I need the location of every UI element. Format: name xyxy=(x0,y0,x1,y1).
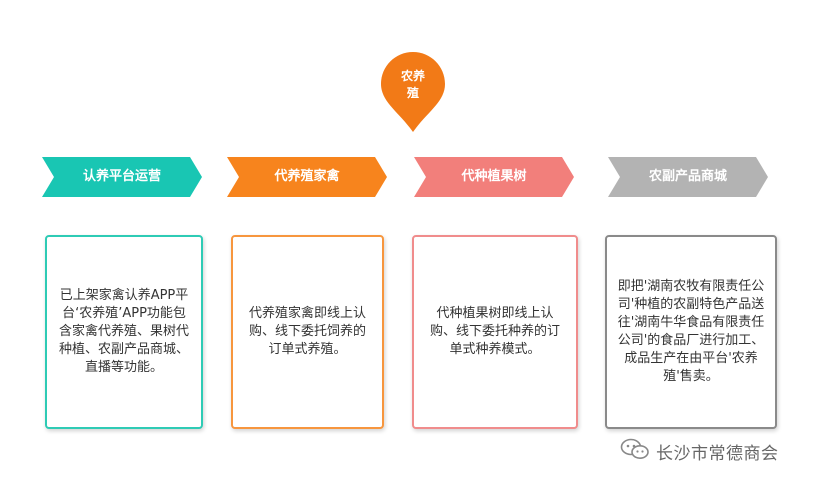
step-box-2: 代养殖家禽即线上认购、线下委托饲养的订单式养殖。 xyxy=(231,235,384,429)
pin-label: 农养 殖 xyxy=(400,69,425,100)
step-banner-2: 代养殖家禽 xyxy=(227,157,387,197)
pin-marker: 农养 殖 xyxy=(379,50,447,134)
step-box-4: 即把'湖南农牧有限责任公司'种植的农副特色产品送往'湖南牛华食品有限责任公司'的… xyxy=(605,235,777,429)
step-banner-1: 认养平台运营 xyxy=(42,157,202,197)
step-title-1: 认养平台运营 xyxy=(82,169,161,184)
watermark: 长沙市常德商会 xyxy=(620,438,779,464)
step-title-3: 代种植果树 xyxy=(461,169,527,184)
wechat-icon xyxy=(620,438,650,464)
step-box-3: 代种植果树即线上认购、线下委托种养的订单式种养模式。 xyxy=(412,235,578,429)
step-description-1: 已上架家禽认养APP平台‘农养殖’APP功能包含家禽代养殖、果树代种植、农副产品… xyxy=(58,288,189,375)
step-description-2: 代养殖家禽即线上认购、线下委托饲养的订单式养殖。 xyxy=(248,306,366,357)
step-title-2: 代养殖家禽 xyxy=(274,169,340,184)
step-description-3: 代种植果树即线上认购、线下委托种养的订单式种养模式。 xyxy=(429,306,560,357)
step-title-4: 农副产品商城 xyxy=(648,169,727,184)
step-banner-3: 代种植果树 xyxy=(414,157,574,197)
watermark-text: 长沙市常德商会 xyxy=(656,443,779,464)
step-banner-4: 农副产品商城 xyxy=(608,157,768,197)
step-description-4: 即把'湖南农牧有限责任公司'种植的农副特色产品送往'湖南牛华食品有限责任公司'的… xyxy=(617,279,765,384)
step-box-1: 已上架家禽认养APP平台‘农养殖’APP功能包含家禽代养殖、果树代种植、农副产品… xyxy=(45,235,203,429)
